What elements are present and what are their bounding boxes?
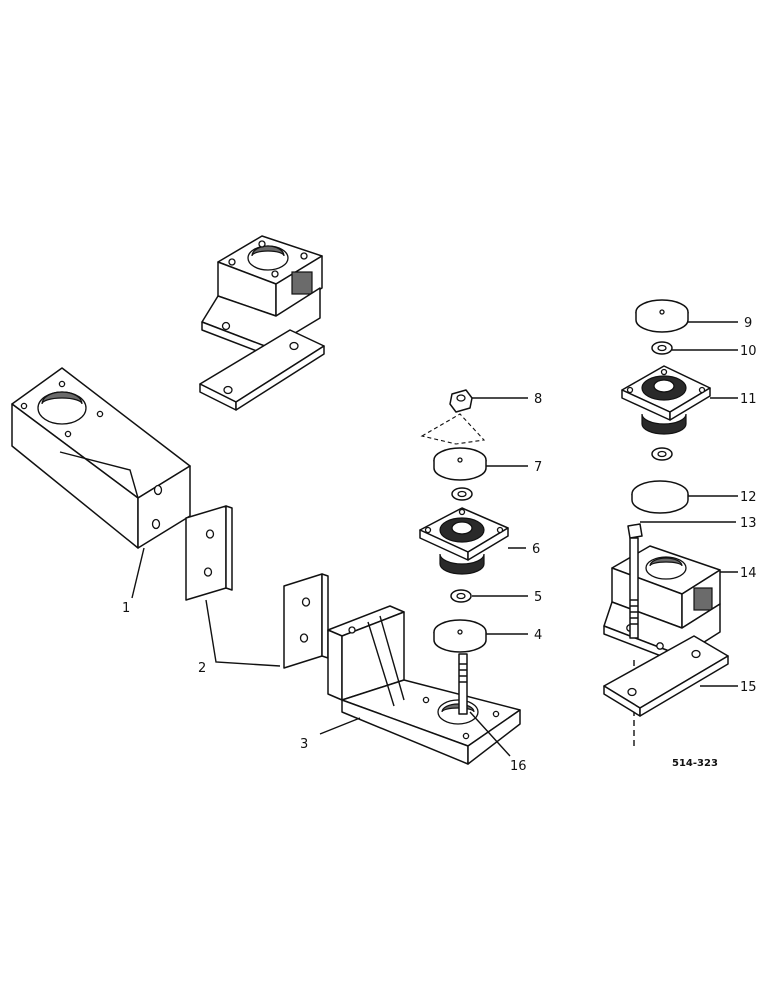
callout-11: 11 [740,392,757,407]
callout-7: 7 [534,460,542,475]
bracket-part-3 [327,605,521,765]
middle-mount-stack [419,389,509,653]
spacer-plates-part-2 [185,505,329,669]
leader-lines [131,321,738,757]
upper-mount-assembly [199,235,325,411]
drawing-reference: 514-323 [672,758,718,769]
callout-9: 9 [744,316,752,331]
callout-12: 12 [740,490,757,505]
callout-labels: 1 2 3 4 5 6 7 8 9 10 11 12 13 14 15 16 [122,316,757,774]
stud-part-16 [458,653,468,715]
callout-1: 1 [122,601,130,616]
callout-10: 10 [740,344,757,359]
callout-4: 4 [534,628,542,643]
callout-6: 6 [532,542,540,557]
callout-2: 2 [198,661,206,676]
callout-14: 14 [740,566,757,581]
callout-3: 3 [300,737,308,752]
callout-13: 13 [740,516,757,531]
callout-8: 8 [534,392,542,407]
bracket-part-1 [11,367,191,549]
right-mount-stack [603,299,729,750]
callout-15: 15 [740,680,757,695]
callout-16: 16 [510,759,527,774]
callout-5: 5 [534,590,542,605]
